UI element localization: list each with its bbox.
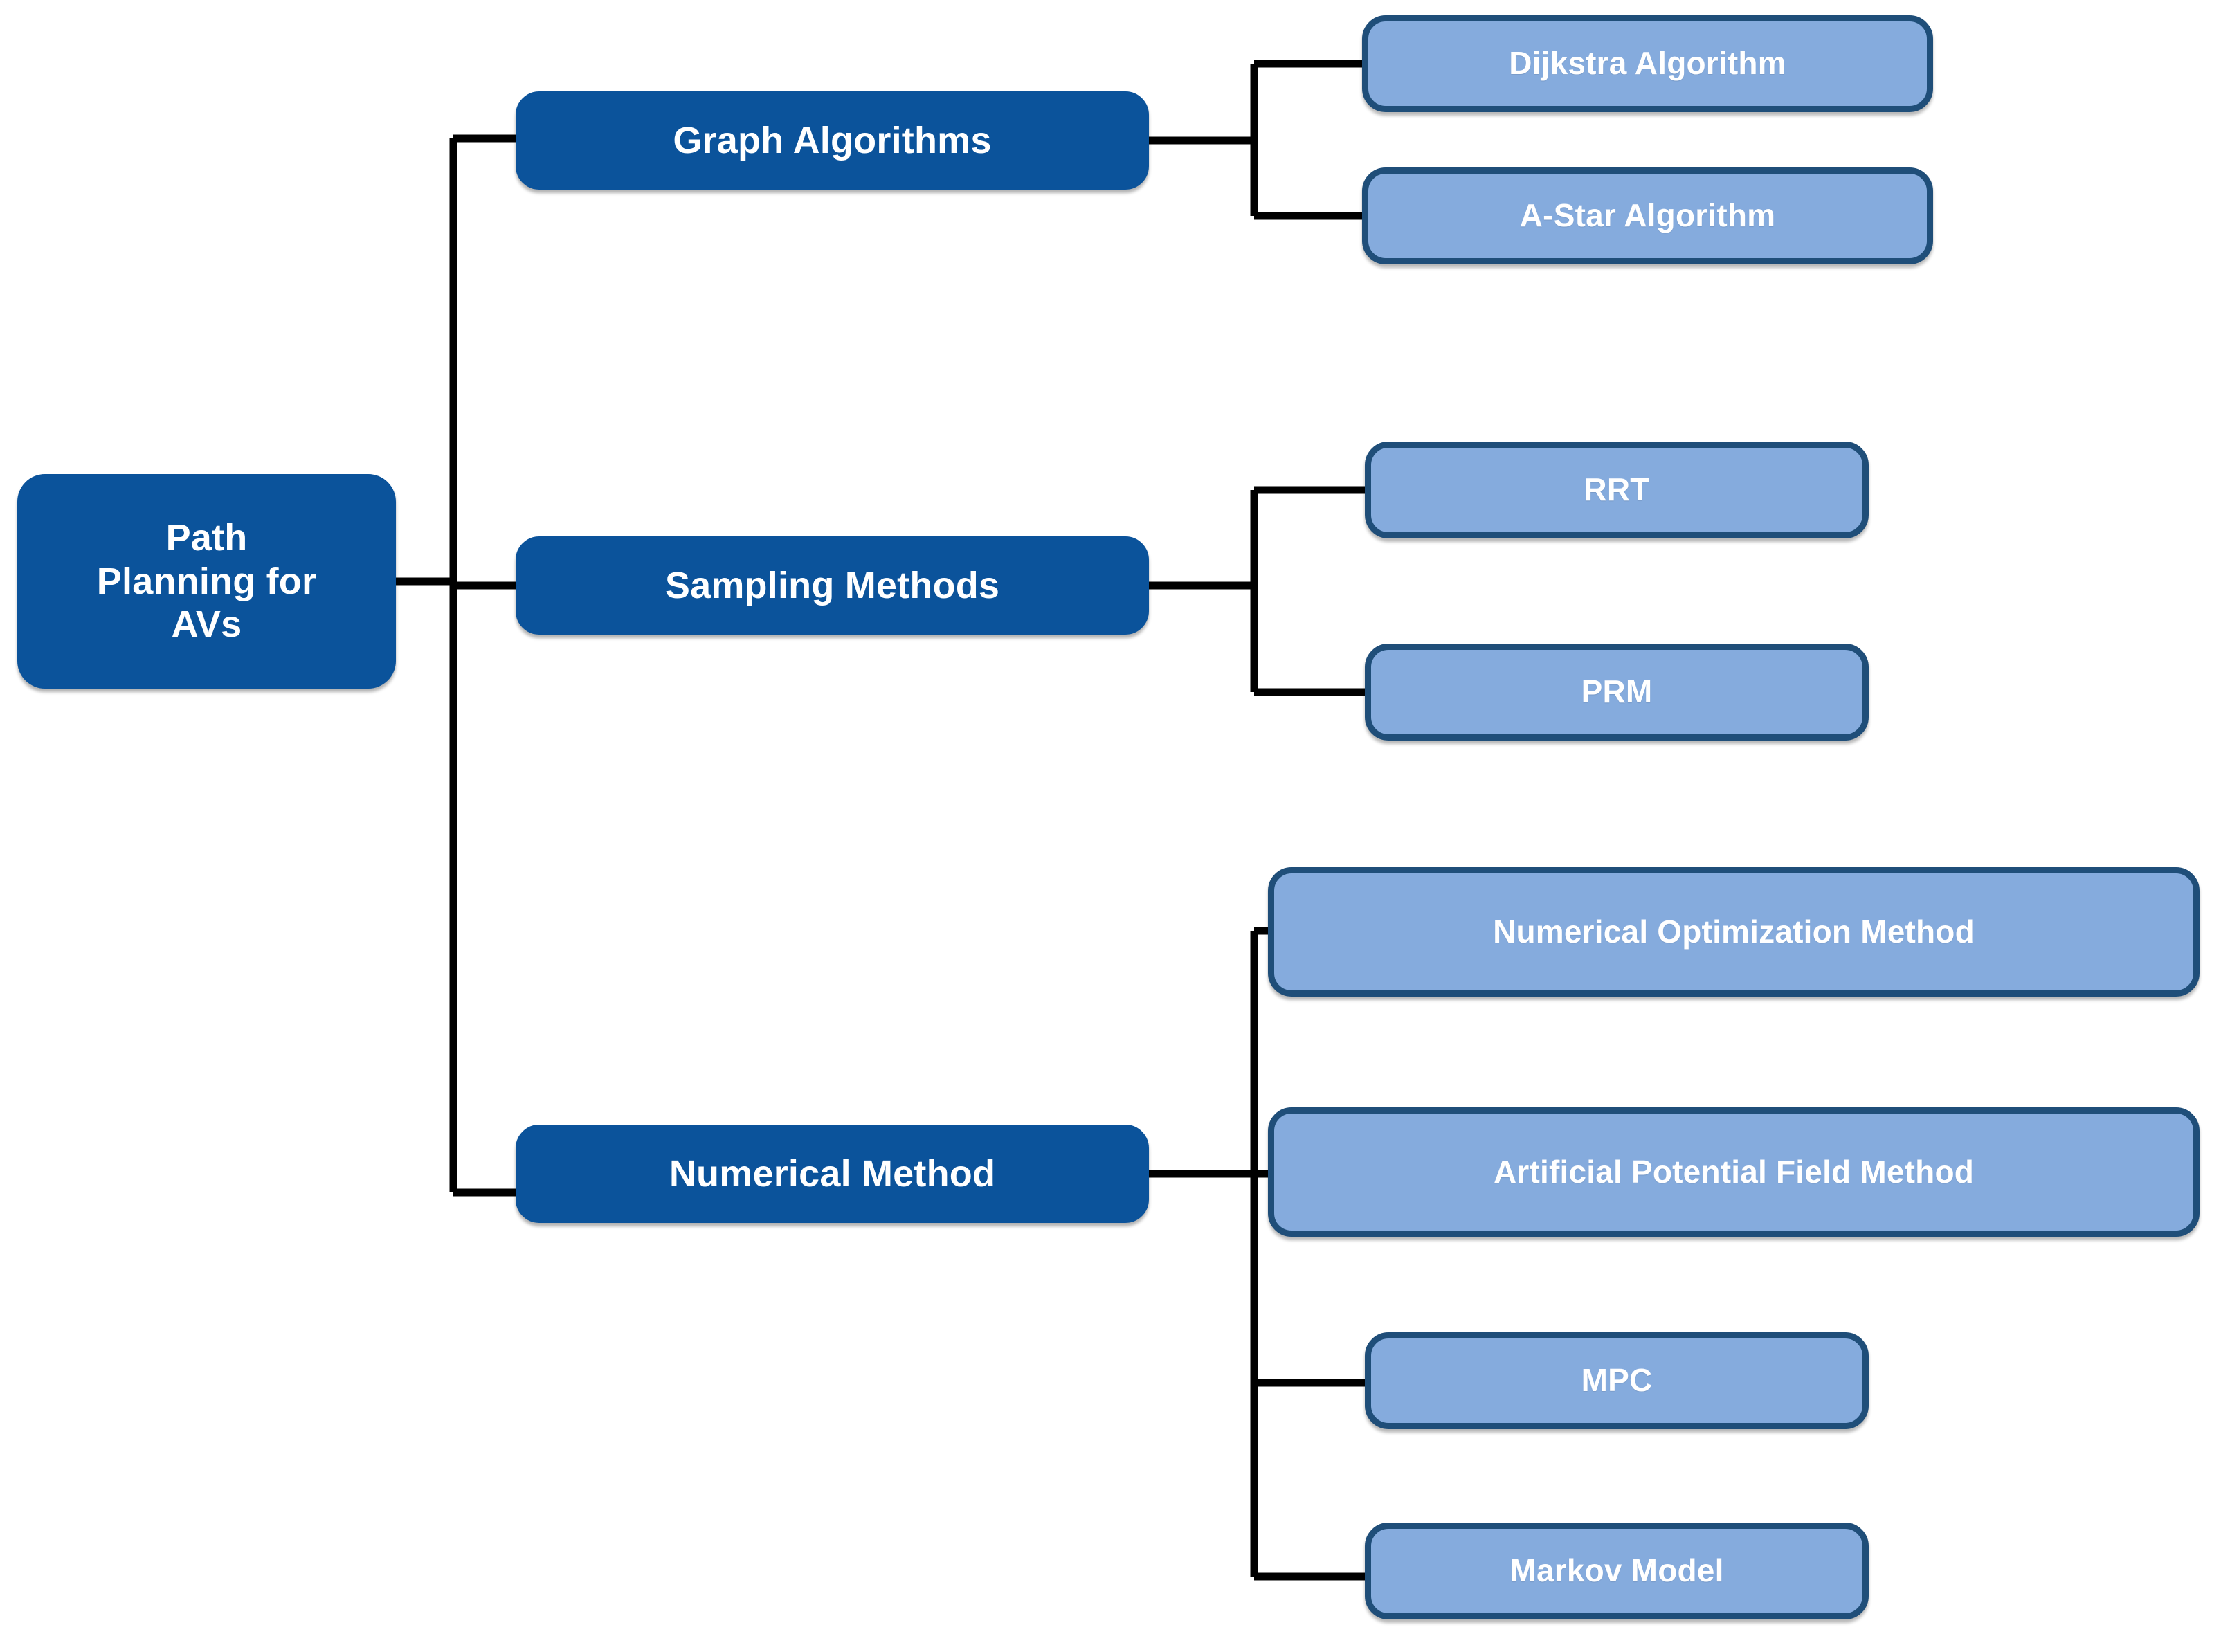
- node-numerical-method-label: Numerical Method: [669, 1152, 996, 1195]
- node-graph-algorithms[interactable]: Graph Algorithms: [516, 91, 1149, 190]
- node-sampling-methods-label: Sampling Methods: [664, 564, 1000, 606]
- node-root[interactable]: Path Planning for AVs: [17, 474, 396, 689]
- node-mpc[interactable]: MPC: [1365, 1332, 1869, 1429]
- node-rrt-label: RRT: [1584, 471, 1650, 508]
- node-markov-model[interactable]: Markov Model: [1365, 1523, 1869, 1619]
- node-a-star-algorithm[interactable]: A-Star Algorithm: [1362, 167, 1933, 264]
- node-rrt[interactable]: RRT: [1365, 442, 1869, 538]
- node-a-star-algorithm-label: A-Star Algorithm: [1519, 197, 1776, 234]
- node-dijkstra-algorithm-label: Dijkstra Algorithm: [1509, 45, 1786, 82]
- node-prm[interactable]: PRM: [1365, 644, 1869, 741]
- node-markov-model-label: Markov Model: [1510, 1552, 1724, 1589]
- node-numerical-optimization-method[interactable]: Numerical Optimization Method: [1268, 867, 2200, 997]
- node-artificial-potential-field-method-label: Artificial Potential Field Method: [1493, 1153, 1975, 1190]
- node-dijkstra-algorithm[interactable]: Dijkstra Algorithm: [1362, 15, 1933, 112]
- node-graph-algorithms-label: Graph Algorithms: [673, 119, 992, 161]
- node-artificial-potential-field-method[interactable]: Artificial Potential Field Method: [1268, 1107, 2200, 1237]
- node-root-label: Path Planning for AVs: [96, 517, 317, 646]
- node-mpc-label: MPC: [1581, 1362, 1653, 1399]
- node-numerical-optimization-method-label: Numerical Optimization Method: [1493, 913, 1975, 950]
- node-numerical-method[interactable]: Numerical Method: [516, 1125, 1149, 1223]
- node-sampling-methods[interactable]: Sampling Methods: [516, 536, 1149, 635]
- node-prm-label: PRM: [1581, 673, 1653, 710]
